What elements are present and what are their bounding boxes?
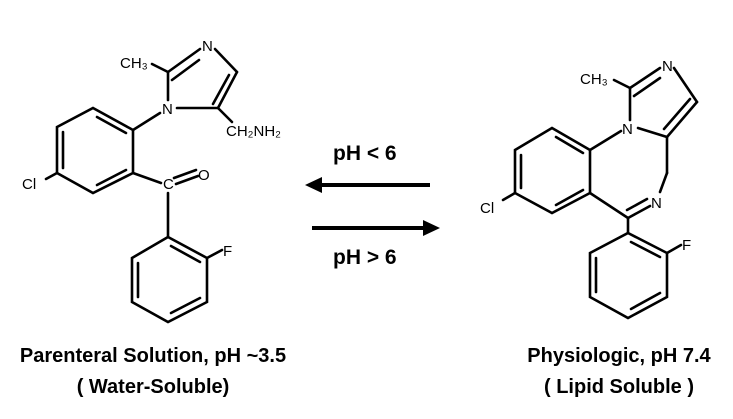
basic-condition-label: pH > 6 — [333, 246, 397, 269]
diazepine-imidazole-rings — [588, 66, 699, 235]
carbonyl-group — [131, 168, 200, 239]
acidic-condition-label: pH < 6 — [333, 142, 397, 165]
atom-o: O — [198, 167, 210, 184]
chlorobenzene-ring — [44, 106, 135, 195]
atom-cl: Cl — [22, 176, 36, 193]
atom-ch2nh2: CH₂NH₂ — [226, 123, 281, 140]
atom-n3: N — [202, 38, 213, 55]
fluorophenyl-ring — [130, 235, 224, 324]
right-molecule-closed-ring: Cl CH₃ N N N F — [480, 58, 699, 320]
reverse-arrow — [305, 177, 430, 193]
atom-n-azepine: N — [651, 195, 662, 212]
imidazole-ring — [131, 47, 239, 132]
forward-arrow — [312, 220, 440, 236]
left-caption: Parenteral Solution, pH ~3.5 — [20, 345, 286, 367]
left-subcaption: ( Water-Soluble) — [77, 376, 230, 398]
right-caption: Physiologic, pH 7.4 — [527, 345, 711, 367]
atom-cl: Cl — [480, 200, 494, 217]
atom-f: F — [682, 237, 691, 254]
atom-f: F — [223, 243, 232, 260]
atom-ch3: CH₃ — [120, 55, 148, 72]
right-subcaption: ( Lipid Soluble ) — [544, 376, 694, 398]
atom-c: C — [163, 176, 174, 193]
chlorobenzene-ring — [501, 126, 592, 215]
atom-n1: N — [622, 121, 633, 138]
atom-n3: N — [662, 58, 673, 75]
fluorophenyl-ring — [588, 231, 683, 320]
atom-n1: N — [162, 101, 173, 118]
left-molecule-open-ring: Cl CH₃ N N CH₂NH₂ C O F — [22, 38, 281, 324]
atom-ch3: CH₃ — [580, 71, 608, 88]
